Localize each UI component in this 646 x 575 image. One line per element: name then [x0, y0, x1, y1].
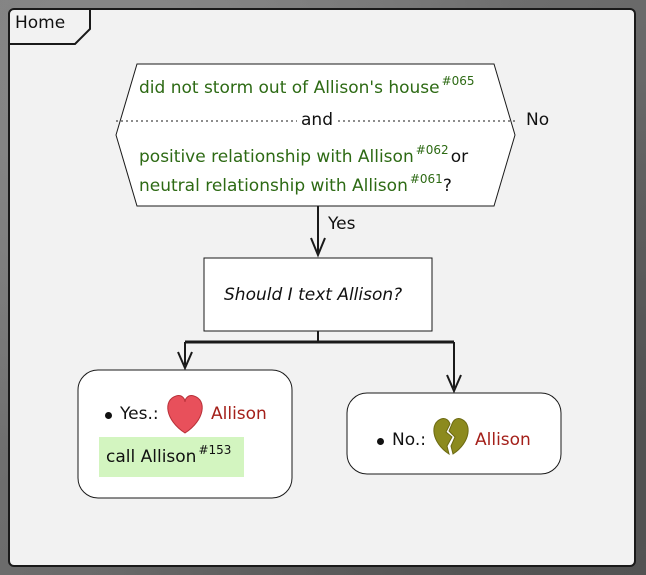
condition-3-ref: #061 — [409, 172, 443, 186]
option-yes-action: call Allison#153 — [106, 444, 231, 467]
action-ref: #153 — [198, 443, 232, 457]
decision-node — [115, 63, 516, 207]
action-text: call Allison — [106, 447, 197, 467]
frame-title: Home — [15, 13, 66, 33]
condition-line-3: neutral relationship with Allison#061? — [139, 173, 452, 196]
condition-1-text: did not storm out of Allison's house — [139, 78, 440, 98]
broken-heart-icon — [433, 418, 469, 456]
option-no-label: No.: — [392, 430, 426, 450]
condition-3-text: neutral relationship with Allison — [139, 176, 408, 196]
condition-2-text: positive relationship with Allison — [139, 147, 414, 167]
branch-no-arrowhead — [446, 374, 462, 394]
no-branch-label: No — [526, 110, 550, 130]
action-highlight — [99, 437, 244, 477]
question-text: Should I text Allison? — [224, 285, 403, 305]
option-yes-bullet — [105, 412, 112, 419]
yes-arrowhead — [310, 237, 326, 258]
option-yes-label: Yes.: — [120, 404, 159, 424]
branch-yes-arrowhead — [177, 351, 193, 371]
option-no-character: Allison — [475, 430, 531, 450]
question-node — [203, 257, 433, 332]
and-separator-label: and — [301, 110, 333, 130]
option-yes-node — [77, 369, 293, 499]
condition-2-suffix: or — [450, 147, 469, 167]
option-no-bullet — [377, 438, 384, 445]
yes-branch-label: Yes — [328, 214, 356, 234]
condition-2-ref: #062 — [415, 143, 449, 157]
condition-1-ref: #065 — [441, 74, 475, 88]
condition-3-suffix: ? — [442, 176, 452, 196]
condition-line-1: did not storm out of Allison's house#065 — [139, 75, 475, 98]
heart-icon — [167, 395, 203, 434]
option-yes-character: Allison — [211, 404, 267, 424]
frame-tab — [10, 10, 91, 45]
